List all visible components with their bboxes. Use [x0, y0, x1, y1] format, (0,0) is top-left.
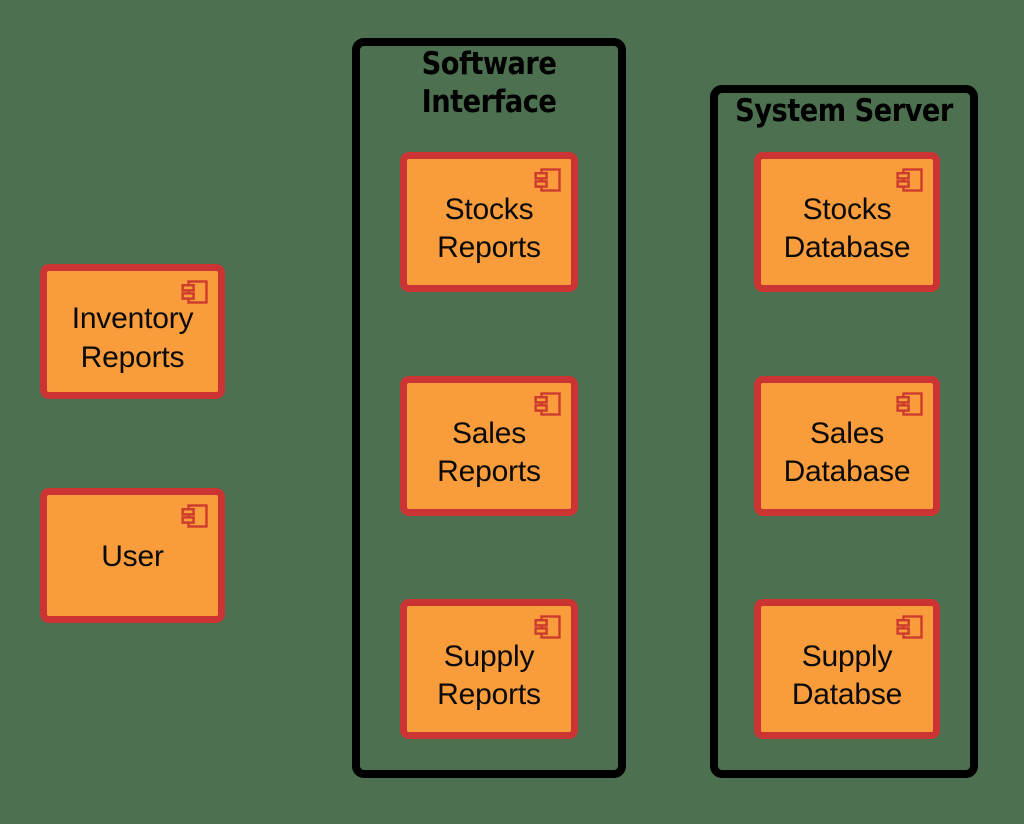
component-sales-database[interactable]: Sales Database	[754, 376, 940, 516]
component-user[interactable]: User	[40, 488, 225, 623]
uml-component-icon	[534, 391, 562, 417]
uml-component-icon	[896, 391, 924, 417]
component-supply-reports[interactable]: Supply Reports	[400, 599, 578, 739]
component-label: Supply Databse	[791, 639, 903, 711]
uml-component-icon	[896, 614, 924, 640]
uml-component-icon	[534, 167, 562, 193]
component-label: Sales Database	[783, 416, 911, 488]
component-label: Stocks Database	[783, 192, 911, 264]
uml-component-icon	[181, 503, 209, 529]
uml-component-icon	[896, 167, 924, 193]
component-label: Supply Reports	[437, 639, 541, 711]
component-label: Inventory Reports	[71, 302, 194, 374]
component-inventory-reports[interactable]: Inventory Reports	[40, 264, 225, 399]
uml-component-icon	[534, 614, 562, 640]
component-stocks-reports[interactable]: Stocks Reports	[400, 152, 578, 292]
component-label: User	[101, 540, 164, 574]
container-system-server[interactable]	[710, 85, 978, 778]
component-label: Stocks Reports	[437, 192, 541, 264]
component-stocks-database[interactable]: Stocks Database	[754, 152, 940, 292]
container-software-interface[interactable]	[352, 38, 626, 778]
component-sales-reports[interactable]: Sales Reports	[400, 376, 578, 516]
component-supply-databse[interactable]: Supply Databse	[754, 599, 940, 739]
component-label: Sales Reports	[437, 416, 541, 488]
